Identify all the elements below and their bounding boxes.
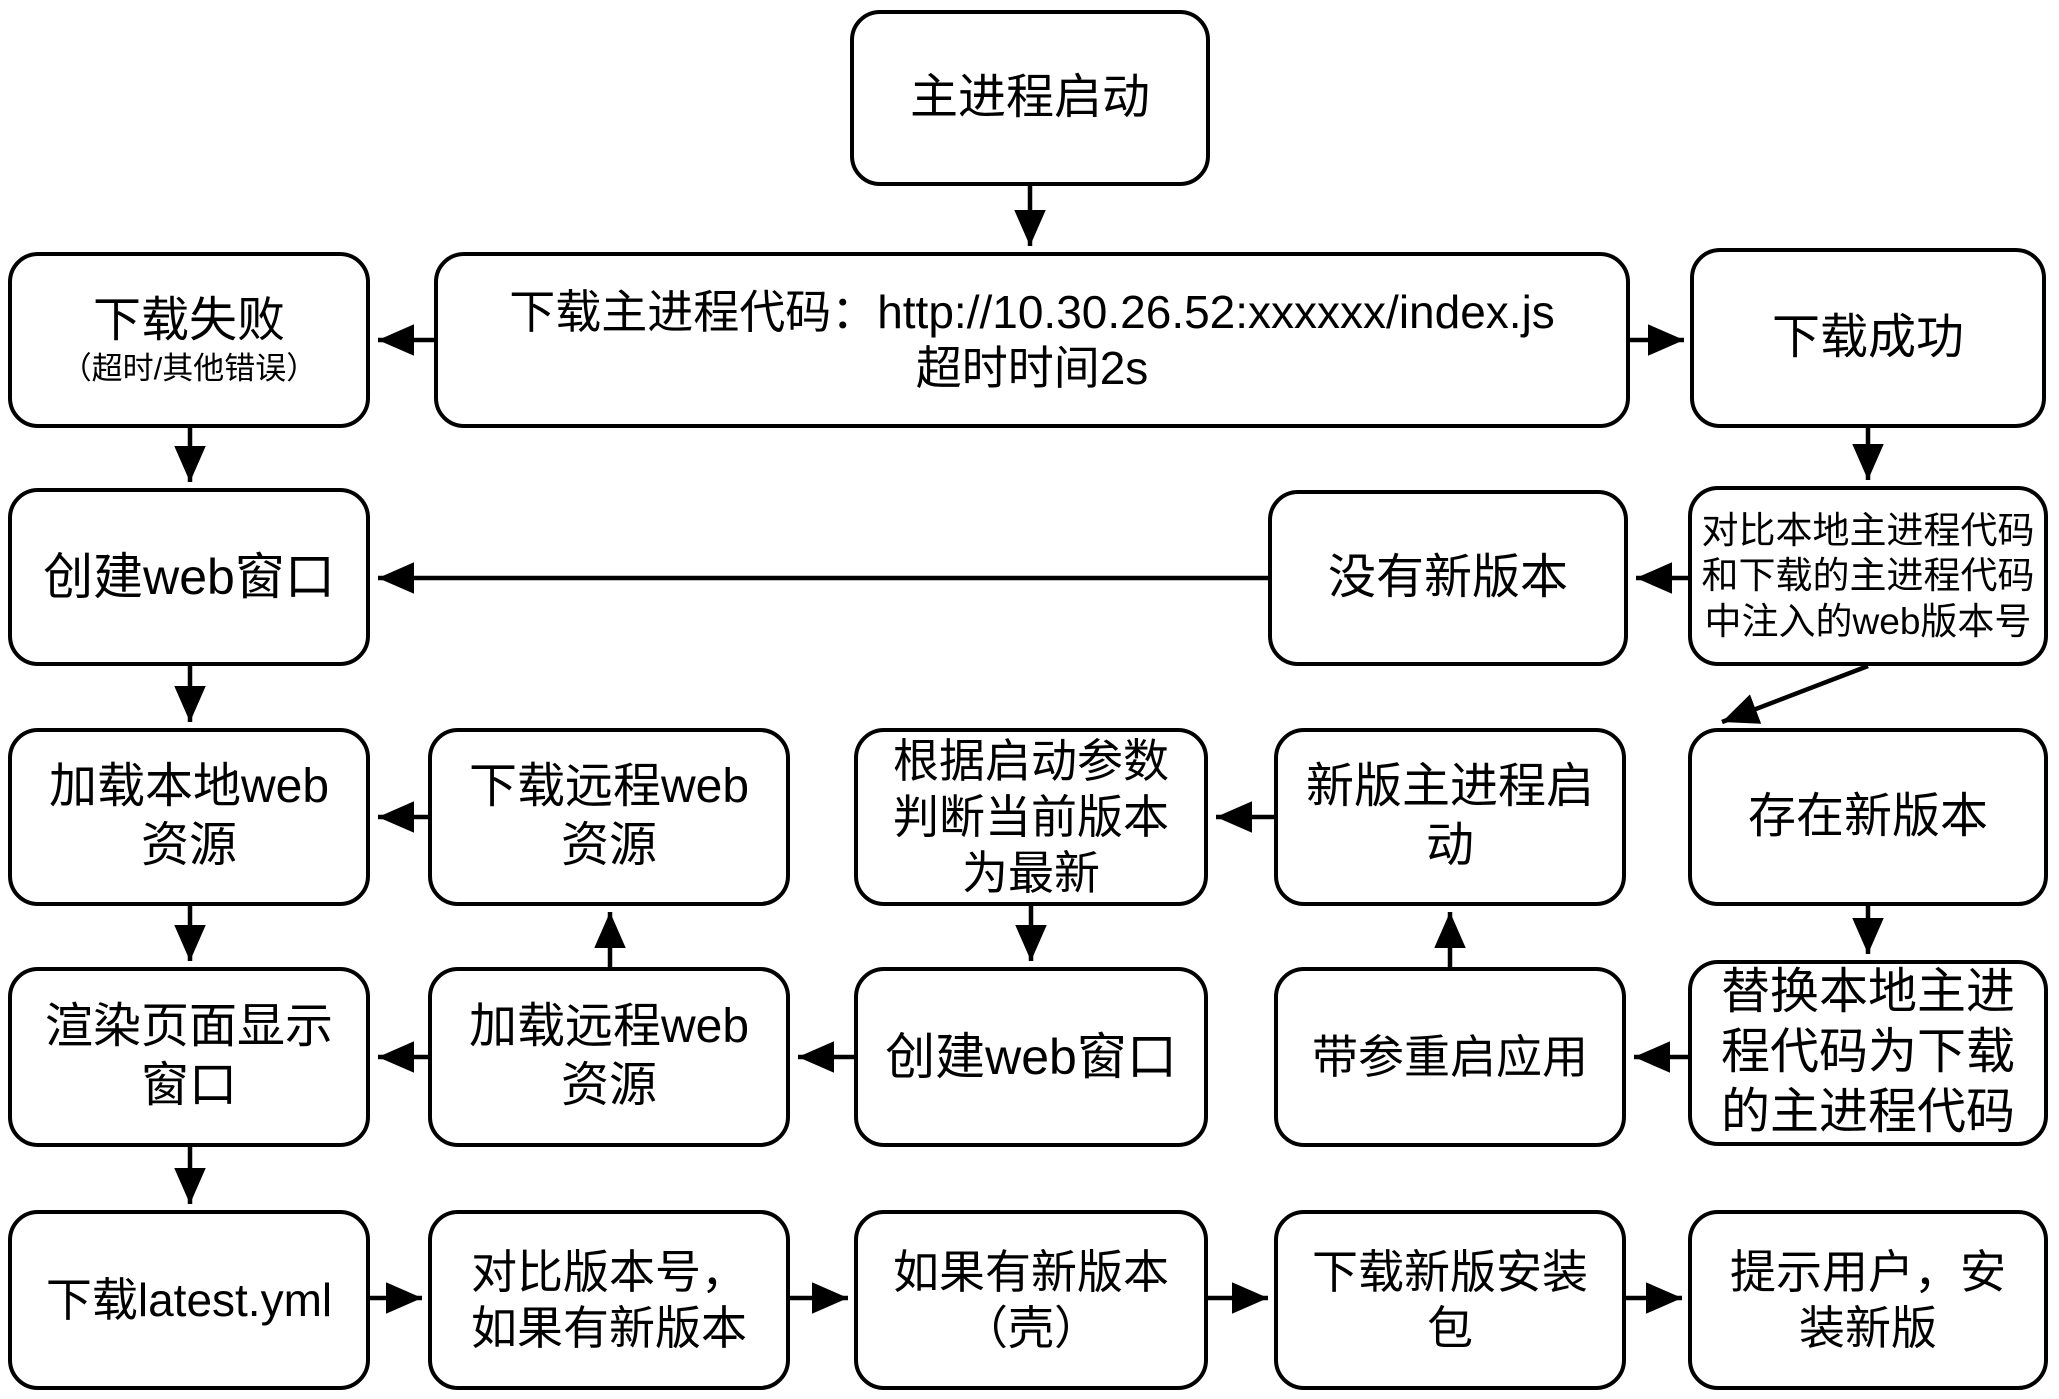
node-label-line: 替换本地主进 bbox=[1720, 965, 2015, 1020]
node-label-line: 创建web窗口 bbox=[43, 548, 335, 605]
node-label-line: 加载远程web bbox=[468, 1000, 750, 1054]
node-label-line: 主进程启动 bbox=[909, 70, 1150, 124]
flow-arrow-compare-injected-version-to-exist-new-version bbox=[1721, 663, 1869, 725]
node-sublabel-line: （超时/其他错误） bbox=[60, 351, 318, 387]
flow-node-main-process-start: 主进程启动 bbox=[850, 10, 1210, 186]
node-label-line: 创建web窗口 bbox=[885, 1028, 1177, 1085]
node-label-line: 装新版 bbox=[1799, 1302, 1937, 1354]
node-label-line: 和下载的主进程代码 bbox=[1701, 555, 2035, 597]
node-label-line: 超时时间2s bbox=[915, 342, 1149, 394]
flow-node-create-web-window-remote: 创建web窗口 bbox=[854, 967, 1208, 1147]
flow-node-new-version-shell: 如果有新版本（壳） bbox=[854, 1210, 1208, 1390]
node-label-line: 提示用户，安 bbox=[1730, 1245, 2006, 1298]
node-label-line: 资源 bbox=[560, 819, 657, 872]
node-label-line: 下载主进程代码：http://10.30.26.52:xxxxxx/index.… bbox=[509, 285, 1555, 338]
flow-node-restart-with-params: 带参重启应用 bbox=[1274, 967, 1626, 1147]
node-label-line: 渲染页面显示 bbox=[44, 1000, 333, 1054]
node-label-line: 下载latest.yml bbox=[45, 1273, 333, 1326]
node-label-line: 存在新版本 bbox=[1747, 789, 1988, 843]
node-label-line: 下载成功 bbox=[1771, 310, 1964, 364]
flow-node-compare-injected-version: 对比本地主进程代码和下载的主进程代码中注入的web版本号 bbox=[1688, 486, 2048, 666]
node-label-line: 中注入的web版本号 bbox=[1704, 600, 2032, 642]
flow-node-download-main-code: 下载主进程代码：http://10.30.26.52:xxxxxx/index.… bbox=[434, 252, 1630, 428]
node-label-line: （壳） bbox=[962, 1302, 1100, 1354]
flow-node-exist-new-version: 存在新版本 bbox=[1688, 728, 2048, 906]
flow-node-new-main-process-start: 新版主进程启动 bbox=[1274, 728, 1626, 906]
node-label-line: 动 bbox=[1425, 819, 1474, 872]
node-label-line: 为最新 bbox=[962, 847, 1100, 900]
flow-node-judge-latest-by-args: 根据启动参数判断当前版本为最新 bbox=[854, 728, 1208, 906]
flow-node-download-success: 下载成功 bbox=[1690, 248, 2046, 428]
flow-node-download-new-installer: 下载新版安装包 bbox=[1274, 1210, 1626, 1390]
node-label-line: 判断当前版本 bbox=[893, 790, 1169, 843]
node-label-line: 资源 bbox=[140, 819, 237, 872]
node-label-line: 加载本地web bbox=[48, 760, 330, 814]
node-label-line: 下载新版安装 bbox=[1312, 1245, 1588, 1298]
node-label-line: 资源 bbox=[560, 1059, 657, 1112]
node-label-line: 如果有新版本 bbox=[471, 1302, 747, 1354]
node-label-line: 下载远程web bbox=[468, 760, 750, 814]
node-label-line: 没有新版本 bbox=[1327, 550, 1568, 604]
flow-node-no-new-version: 没有新版本 bbox=[1268, 490, 1628, 666]
flow-node-replace-local-code: 替换本地主进程代码为下载的主进程代码 bbox=[1688, 960, 2048, 1146]
flow-node-create-web-window-local: 创建web窗口 bbox=[8, 488, 370, 666]
node-label-line: 包 bbox=[1427, 1302, 1473, 1354]
node-label-line: 窗口 bbox=[140, 1059, 237, 1112]
flow-node-render-page-window: 渲染页面显示窗口 bbox=[8, 967, 370, 1147]
node-label-line: 新版主进程启 bbox=[1305, 760, 1594, 814]
flow-node-prompt-user-install: 提示用户，安装新版 bbox=[1688, 1210, 2048, 1390]
node-label-line: 带参重启应用 bbox=[1312, 1030, 1588, 1083]
flow-node-compare-version-number: 对比版本号，如果有新版本 bbox=[428, 1210, 790, 1390]
node-label-line: 的主进程代码 bbox=[1720, 1084, 2015, 1139]
node-label-line: 对比版本号， bbox=[471, 1245, 747, 1298]
node-label-line: 对比本地主进程代码 bbox=[1701, 510, 2035, 552]
node-label-line: 如果有新版本 bbox=[893, 1245, 1169, 1298]
flow-node-download-latest-yml: 下载latest.yml bbox=[8, 1210, 370, 1390]
flow-node-download-failed: 下载失败 （超时/其他错误） bbox=[8, 252, 370, 428]
node-label-line: 程代码为下载 bbox=[1720, 1025, 2015, 1080]
node-label-line: 下载失败 bbox=[92, 293, 285, 347]
node-label-line: 根据启动参数 bbox=[893, 734, 1169, 787]
